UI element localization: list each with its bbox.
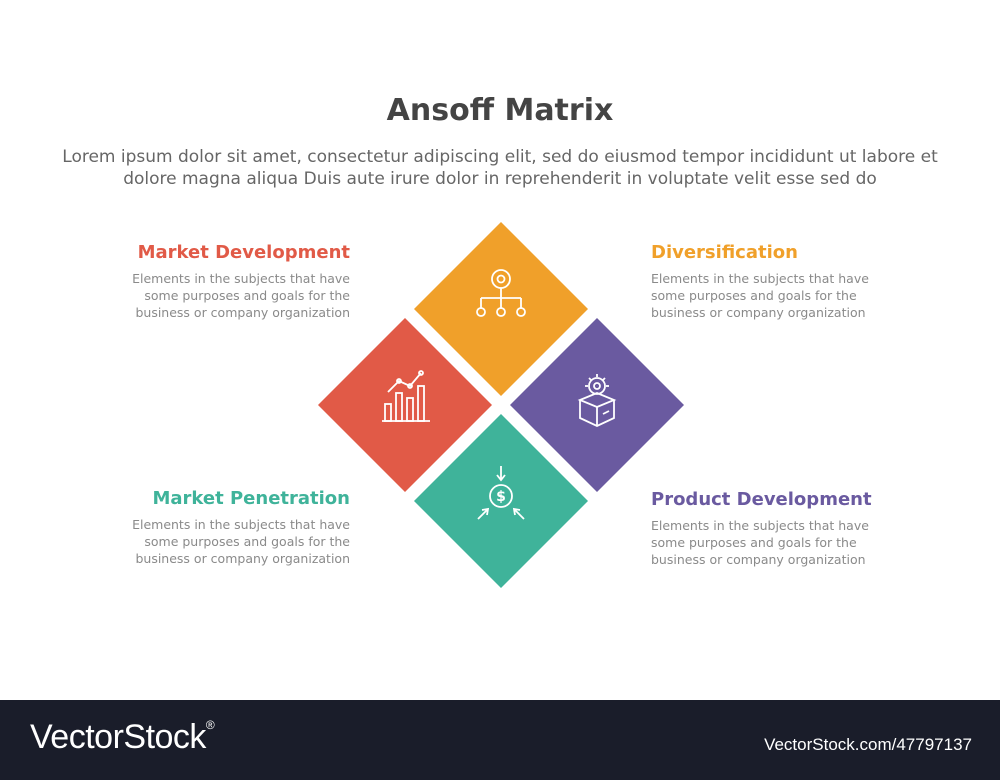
org-hierarchy-icon: [476, 269, 526, 317]
market-penetration-title: Market Penetration: [152, 488, 350, 509]
diversification-text: Elements in the subjects that have some …: [651, 271, 869, 320]
product-development-diamond: [510, 318, 684, 492]
diversification-title: Diversification: [651, 242, 798, 263]
product-development-text: Elements in the subjects that have some …: [651, 518, 869, 567]
product-development-block: Product Development Elements in the subj…: [651, 489, 951, 568]
brand-name: VectorStock: [30, 718, 206, 756]
svg-text:$: $: [496, 489, 506, 505]
ansoff-diamond-graphic: $: [318, 222, 684, 588]
market-development-diamond: [318, 318, 492, 492]
market-development-text: Elements in the subjects that have some …: [132, 271, 350, 320]
diversification-block: Diversification Elements in the subjects…: [651, 242, 951, 321]
market-development-block: Market Development Elements in the subje…: [50, 242, 350, 321]
bar-chart-trend-icon: [382, 370, 430, 422]
market-development-title: Market Development: [137, 242, 350, 263]
product-development-title: Product Development: [651, 489, 872, 510]
product-box-gear-icon: [577, 374, 617, 427]
page-subtitle: Lorem ipsum dolor sit amet, consectetur …: [62, 147, 938, 189]
diversification-diamond: [414, 222, 588, 396]
brand-registered-mark: ®: [205, 718, 215, 732]
image-id: VectorStock.com/47797137: [764, 735, 972, 754]
brand-logo: VectorStock®: [30, 718, 215, 757]
page-title: Ansoff Matrix: [386, 93, 614, 128]
market-penetration-text: Elements in the subjects that have some …: [132, 517, 350, 566]
money-target-icon: $: [477, 466, 525, 520]
ansoff-diamond: $: [318, 222, 684, 588]
footer-bar: VectorStock® VectorStock.com/47797137: [0, 700, 1000, 780]
market-penetration-diamond: [414, 414, 588, 588]
market-penetration-block: Market Penetration Elements in the subje…: [50, 488, 350, 567]
